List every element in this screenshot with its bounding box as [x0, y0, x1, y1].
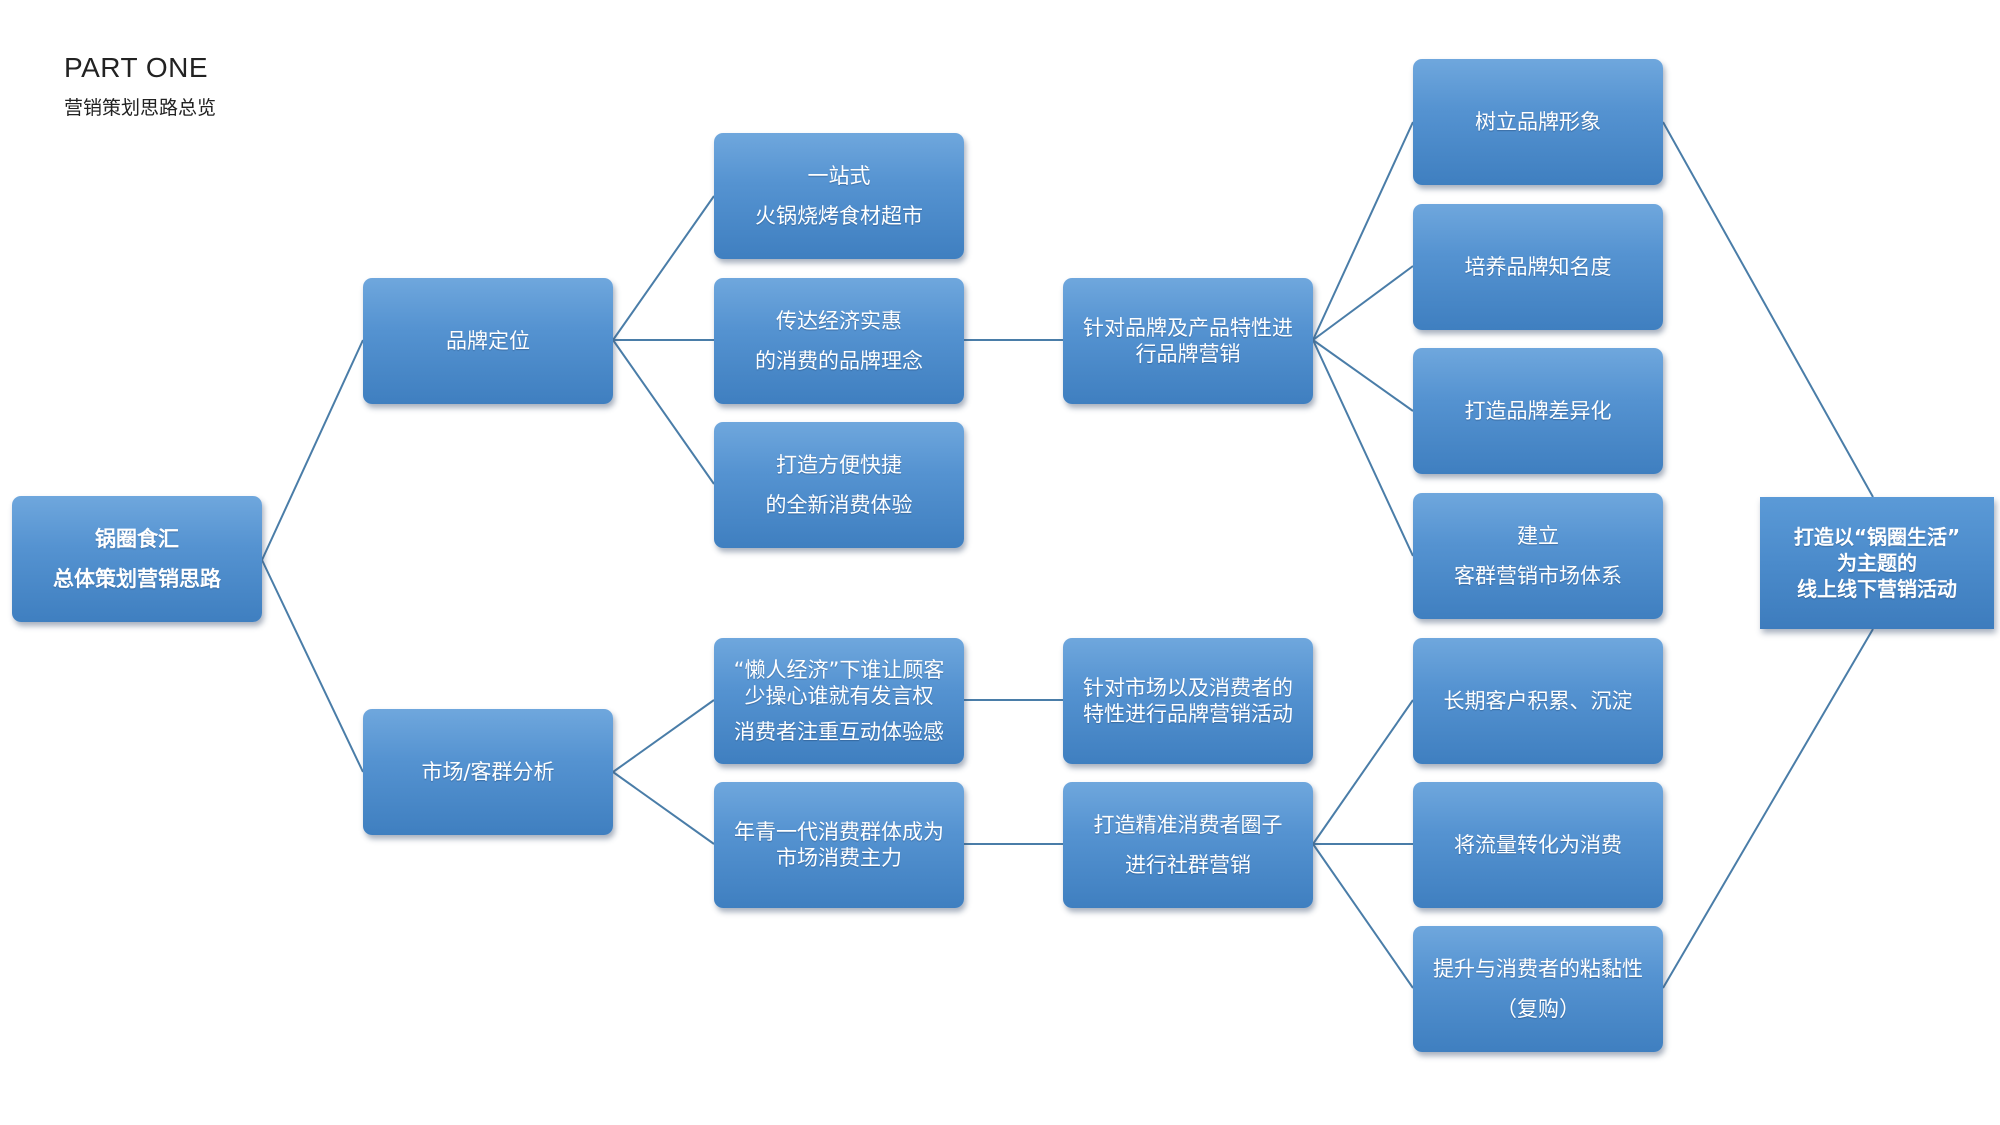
node-one-stop-line1: 一站式	[807, 164, 871, 188]
node-market-analysis-label: 市场/客群分析	[421, 760, 555, 784]
node-community-line2: 进行社群营销	[1125, 853, 1251, 877]
edge-brandmkt-diff	[1312, 339, 1414, 412]
node-young-gen-label: 年青一代消费群体成为市场消费主力	[734, 820, 944, 870]
node-conversion-label: 将流量转化为消费	[1454, 833, 1622, 857]
edge-community-stickiness	[1312, 843, 1414, 989]
node-market-marketing-label: 针对市场以及消费者的特性进行品牌营销活动	[1083, 676, 1293, 726]
node-stickiness: 提升与消费者的粘黏性 （复购）	[1413, 926, 1663, 1052]
node-stickiness-line2: （复购）	[1496, 997, 1580, 1021]
edge-root-market	[261, 559, 364, 773]
node-market-marketing: 针对市场以及消费者的特性进行品牌营销活动	[1063, 638, 1313, 764]
node-convenient-line2: 的全新消费体验	[765, 493, 913, 517]
node-brand-marketing: 针对品牌及产品特性进行品牌营销	[1063, 278, 1313, 404]
node-economic-line1: 传达经济实惠	[776, 309, 902, 333]
node-conversion: 将流量转化为消费	[1413, 782, 1663, 908]
node-long-term-label: 长期客户积累、沉淀	[1443, 689, 1633, 713]
edge-brand-onestop	[612, 195, 715, 341]
node-final-line3: 线上线下营销活动	[1797, 577, 1957, 601]
node-one-stop-line2: 火锅烧烤食材超市	[755, 204, 923, 228]
node-market-analysis: 市场/客群分析	[363, 709, 613, 835]
node-brand-positioning-label: 品牌定位	[446, 329, 530, 353]
edge-brand-convenient	[612, 339, 715, 485]
node-brand-positioning: 品牌定位	[363, 278, 613, 404]
edge-market-lazy	[612, 699, 715, 773]
node-awareness-label: 培养品牌知名度	[1464, 255, 1612, 279]
node-lazy-economy-line2: 消费者注重互动体验感	[734, 720, 944, 744]
node-brand-image-label: 树立品牌形象	[1475, 110, 1601, 134]
node-differentiation: 打造品牌差异化	[1413, 348, 1663, 474]
node-stickiness-line1: 提升与消费者的粘黏性	[1433, 957, 1643, 981]
edge-brandmkt-awareness	[1312, 265, 1414, 341]
node-lazy-economy: “懒人经济”下谁让顾客少操心谁就有发言权 消费者注重互动体验感	[714, 638, 964, 764]
node-root: 锅圈食汇 总体策划营销思路	[12, 496, 262, 622]
node-differentiation-label: 打造品牌差异化	[1464, 399, 1612, 423]
node-economic-line2: 的消费的品牌理念	[755, 349, 923, 373]
edge-image-final	[1662, 121, 1874, 498]
node-system-line1: 建立	[1517, 524, 1559, 548]
node-brand-marketing-label: 针对品牌及产品特性进行品牌营销	[1083, 316, 1293, 366]
node-lazy-economy-line1: “懒人经济”下谁让顾客少操心谁就有发言权	[733, 658, 945, 708]
edge-market-young	[612, 771, 715, 845]
edge-brandmkt-image	[1312, 121, 1414, 341]
edge-brandmkt-system	[1312, 339, 1414, 557]
part-label: PART ONE	[64, 52, 209, 83]
node-long-term: 长期客户积累、沉淀	[1413, 638, 1663, 764]
node-system-line2: 客群营销市场体系	[1454, 564, 1622, 588]
node-young-gen: 年青一代消费群体成为市场消费主力	[714, 782, 964, 908]
node-community-line1: 打造精准消费者圈子	[1093, 813, 1283, 837]
node-convenient: 打造方便快捷 的全新消费体验	[714, 422, 964, 548]
node-root-line1: 锅圈食汇	[95, 527, 179, 551]
edge-root-brand	[261, 339, 364, 561]
section-subtitle: 营销策划思路总览	[64, 97, 217, 119]
node-root-line2: 总体策划营销思路	[53, 567, 221, 591]
edge-stickiness-final	[1662, 628, 1874, 989]
edge-community-longterm	[1312, 699, 1414, 845]
node-final-line2: 为主题的	[1837, 551, 1917, 575]
node-system: 建立 客群营销市场体系	[1413, 493, 1663, 619]
node-one-stop: 一站式 火锅烧烤食材超市	[714, 133, 964, 259]
node-community: 打造精准消费者圈子 进行社群营销	[1063, 782, 1313, 908]
node-brand-image: 树立品牌形象	[1413, 59, 1663, 185]
node-final-line1: 打造以“锅圈生活”	[1793, 525, 1961, 549]
node-final: 打造以“锅圈生活” 为主题的 线上线下营销活动	[1760, 497, 1994, 629]
node-convenient-line1: 打造方便快捷	[776, 453, 902, 477]
node-economic: 传达经济实惠 的消费的品牌理念	[714, 278, 964, 404]
node-awareness: 培养品牌知名度	[1413, 204, 1663, 330]
